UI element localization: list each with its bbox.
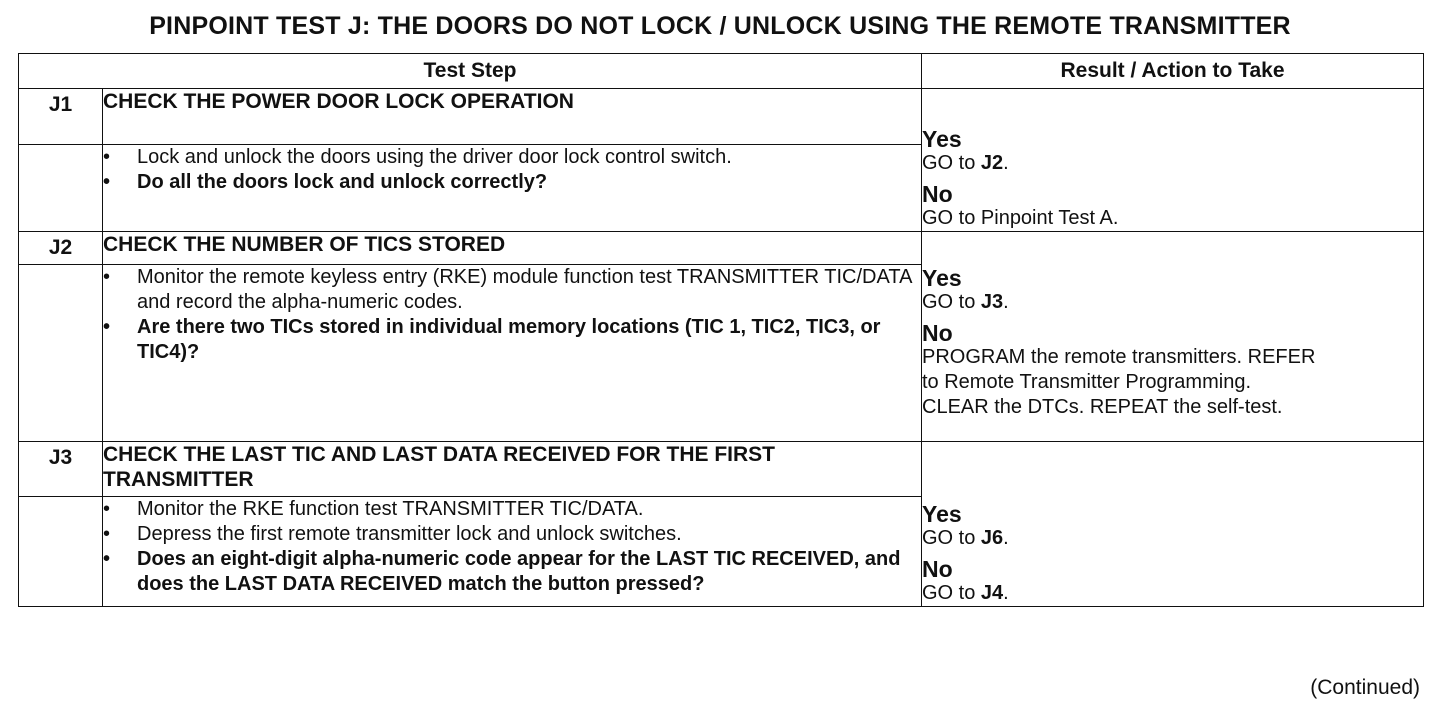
- step-result: Yes GO to J2. No GO to Pinpoint Test A.: [921, 88, 1424, 232]
- action-item: Depress the first remote transmitter loc…: [103, 522, 921, 547]
- yes-label: Yes: [922, 265, 962, 291]
- step-j2-body-row: Monitor the remote keyless entry (RKE) m…: [18, 264, 1424, 442]
- no-action: GO to J4.: [922, 582, 1009, 604]
- step-id-blank: [18, 144, 103, 232]
- step-j3-body-row: Monitor the RKE function test TRANSMITTE…: [18, 496, 1424, 607]
- result-header: Result / Action to Take: [921, 53, 1424, 89]
- step-result: Yes GO to J3. No PROGRAM the remote tran…: [921, 231, 1424, 442]
- step-j1-heading-row: J1 CHECK THE POWER DOOR LOCK OPERATION Y…: [18, 87, 1424, 232]
- action-item: Monitor the remote keyless entry (RKE) m…: [103, 265, 921, 315]
- no-label: No: [922, 320, 953, 346]
- step-heading: CHECK THE NUMBER OF TICS STORED: [102, 231, 922, 265]
- action-item: Monitor the RKE function test TRANSMITTE…: [103, 497, 921, 522]
- step-id-blank: [18, 264, 103, 442]
- page-title: PINPOINT TEST J: THE DOORS DO NOT LOCK /…: [149, 12, 1291, 40]
- step-id-blank: [18, 496, 103, 607]
- step-id: J3: [18, 440, 103, 498]
- question-item: Are there two TICs stored in individual …: [103, 315, 921, 365]
- yes-action: GO to J3.: [922, 291, 1009, 313]
- no-action: GO to Pinpoint Test A.: [922, 207, 1119, 229]
- table-header-row: Test Step Result / Action to Take: [18, 53, 1424, 89]
- test-step-header: Test Step: [18, 53, 922, 89]
- step-id: J2: [18, 231, 103, 265]
- step-body: Monitor the RKE function test TRANSMITTE…: [102, 496, 922, 607]
- no-action: PROGRAM the remote transmitters. REFER t…: [922, 346, 1316, 418]
- step-id: J1: [18, 87, 103, 146]
- question-item: Does an eight-digit alpha-numeric code a…: [103, 547, 921, 597]
- yes-action: GO to J6.: [922, 527, 1009, 549]
- step-heading: CHECK THE LAST TIC AND LAST DATA RECEIVE…: [102, 440, 922, 498]
- continued-note: (Continued): [1310, 676, 1420, 699]
- step-result: Yes GO to J6. No GO to J4.: [921, 441, 1424, 607]
- no-label: No: [922, 556, 953, 582]
- step-body: Lock and unlock the doors using the driv…: [102, 144, 922, 232]
- pinpoint-test-table: Test Step Result / Action to Take J1 CHE…: [18, 53, 1424, 607]
- yes-label: Yes: [922, 501, 962, 527]
- yes-label: Yes: [922, 126, 962, 152]
- step-body: Monitor the remote keyless entry (RKE) m…: [102, 264, 922, 442]
- step-heading: CHECK THE POWER DOOR LOCK OPERATION: [102, 87, 922, 146]
- question-item: Do all the doors lock and unlock correct…: [103, 170, 921, 195]
- step-j2-heading-row: J2 CHECK THE NUMBER OF TICS STORED Yes G…: [18, 231, 1424, 442]
- step-j3-heading-row: J3 CHECK THE LAST TIC AND LAST DATA RECE…: [18, 440, 1424, 607]
- no-label: No: [922, 181, 953, 207]
- action-item: Lock and unlock the doors using the driv…: [103, 145, 921, 170]
- yes-action: GO to J2.: [922, 152, 1009, 174]
